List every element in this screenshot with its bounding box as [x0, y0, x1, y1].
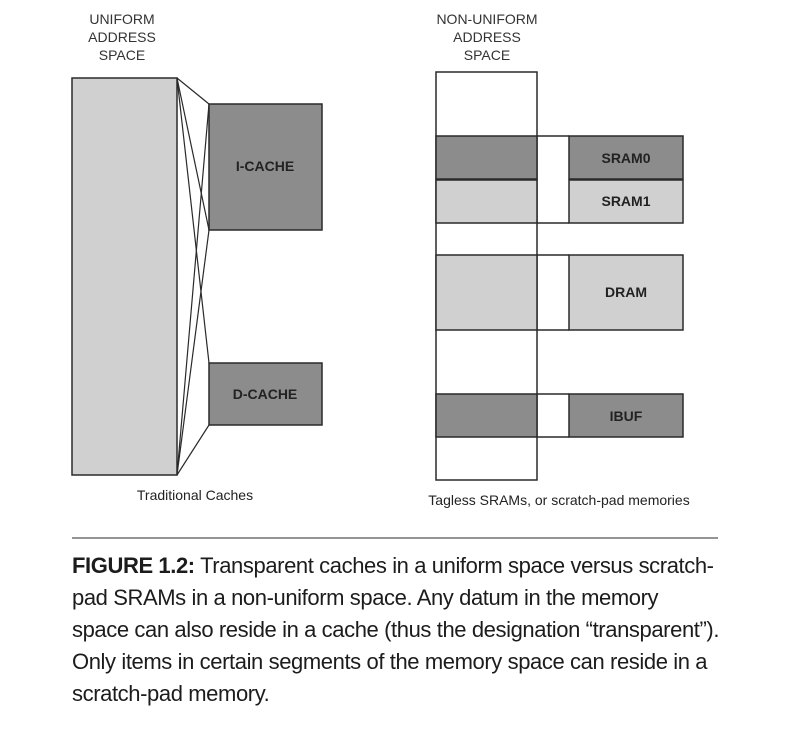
dcache-label: D-CACHE: [233, 386, 298, 402]
uniform-title-line-3: SPACE: [99, 47, 145, 63]
figure-caption: FIGURE 1.2: Transparent caches in a unif…: [72, 550, 720, 710]
sram1-block: [568, 179, 684, 224]
traditional-caches-caption: Traditional Caches: [137, 487, 253, 503]
nonuniform-title-line-3: SPACE: [464, 47, 510, 63]
sram0-block: [568, 135, 684, 180]
uniform-title-line-1: UNIFORM: [89, 11, 154, 27]
uniform-title-line-2: ADDRESS: [88, 29, 156, 45]
memory-connectors: [537, 135, 569, 438]
sram1-segment: [435, 179, 538, 224]
sram0-label: SRAM0: [601, 150, 650, 166]
figure-label: FIGURE 1.2:: [72, 553, 195, 578]
scratchpad-caption: Tagless SRAMs, or scratch-pad memories: [428, 492, 689, 508]
sram0-segment: [435, 135, 538, 180]
icache-label: I-CACHE: [236, 158, 294, 174]
dram-label: DRAM: [605, 284, 647, 300]
uniform-address-space-block: [71, 77, 178, 476]
ibuf-label: IBUF: [610, 408, 643, 424]
figure-caption-text: Transparent caches in a uniform space ve…: [72, 553, 720, 706]
icache-block: [208, 103, 323, 231]
dram-block: [568, 254, 684, 331]
sram1-label: SRAM1: [601, 193, 650, 209]
ibuf-block: [568, 393, 684, 438]
dcache-block: [208, 362, 323, 426]
dram-segment: [435, 254, 538, 331]
nonuniform-title-line-1: NON-UNIFORM: [436, 11, 537, 27]
nonuniform-title-line-2: ADDRESS: [453, 29, 521, 45]
cache-mapping-lines: [176, 77, 210, 476]
ibuf-segment: [435, 393, 538, 438]
